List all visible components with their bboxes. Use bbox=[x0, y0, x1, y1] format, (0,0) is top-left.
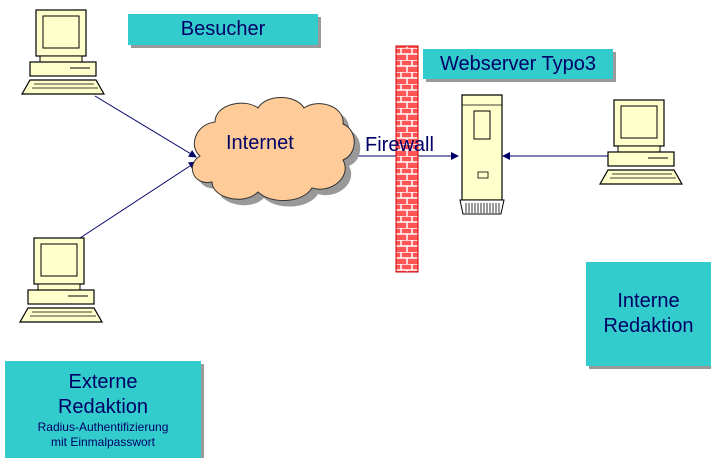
interne-redaktion-label: Interne Redaktion bbox=[586, 262, 711, 366]
cloud-icon bbox=[191, 97, 361, 207]
firewall-icon bbox=[395, 45, 419, 273]
webserver-label: Webserver Typo3 bbox=[423, 49, 613, 79]
externe-redaktion-label: Externe Redaktion Radius-Authentifizieru… bbox=[5, 361, 201, 458]
interne-line1: Interne bbox=[617, 290, 680, 312]
computer-icon-besucher bbox=[21, 9, 105, 95]
externe-line2: Redaktion bbox=[57, 395, 149, 418]
interne-line2: Redaktion bbox=[603, 315, 694, 337]
computer-icon-intern bbox=[599, 99, 683, 185]
externe-line1: Externe bbox=[68, 370, 138, 393]
server-tower-icon bbox=[459, 94, 505, 215]
externe-line4: mit Einmalpasswort bbox=[50, 434, 156, 449]
internet-label: Internet bbox=[226, 132, 294, 154]
firewall-label: Firewall bbox=[365, 134, 434, 156]
computer-icon-extern bbox=[19, 237, 103, 323]
externe-line3: Radius-Authentifizierung bbox=[37, 419, 169, 434]
besucher-label: Besucher bbox=[128, 14, 318, 45]
